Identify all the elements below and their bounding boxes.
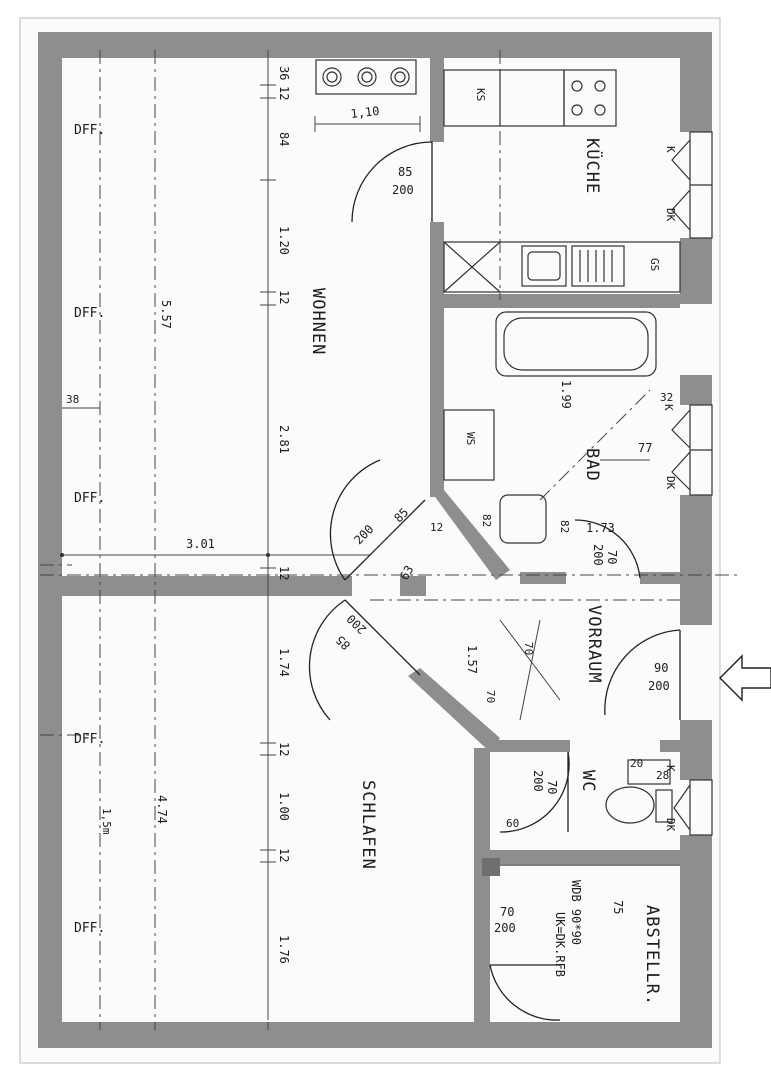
window-label: DFF. [74, 921, 106, 936]
dimension-label: 32 [660, 391, 674, 404]
room-label-schlafen: SCHLAFEN [358, 780, 378, 870]
fixture-label-ks: KS [474, 88, 487, 102]
window-label: DFF. [74, 123, 106, 138]
room-label-wohnen: WOHNEN [308, 288, 328, 356]
dimension-label: 1.76 [277, 935, 291, 964]
wc-fixtures [500, 759, 680, 866]
window-label: DFF. [74, 306, 106, 321]
dimension-label: 5.57 [159, 300, 173, 329]
dimension-label: 28 [656, 769, 670, 782]
door-bath-width: 70 [605, 550, 619, 565]
dimension-label: 1,10 [349, 103, 381, 121]
note-wdb: WDB 90*90 [569, 880, 583, 946]
dimension-label: 12 [430, 521, 444, 534]
room-label-bad: BAD [582, 448, 602, 482]
dimension-label: 12 [277, 566, 291, 581]
door-entry-width: 90 [654, 661, 669, 675]
dimension-label: 3.01 [186, 537, 215, 551]
door-wc-height: 200 [531, 770, 545, 792]
dimension-label: 82 [558, 520, 571, 534]
dimension-label: 77 [638, 441, 653, 455]
fixture-label-ws: WS [464, 432, 477, 446]
exterior-walls [38, 32, 712, 1048]
dimension-label: 4.74 [155, 795, 169, 824]
dimension-label: 60 [506, 817, 520, 830]
note-uk: UK=DK.RFB [553, 912, 567, 978]
bath-fixtures [443, 311, 657, 544]
dimension-label: 1.57 [465, 645, 479, 674]
fixture-label-dk: DK [664, 476, 677, 490]
dimension-label: 12 [277, 848, 291, 863]
dimension-label: 2.81 [277, 425, 291, 454]
dimension-label: 84 [277, 132, 291, 147]
fixture-label-k: K [664, 146, 677, 153]
window-label: DFF. [74, 491, 106, 506]
fixture-label-gs: GS [648, 258, 661, 272]
door-bath-height: 200 [591, 544, 605, 566]
dimension-label: 20 [630, 757, 644, 770]
room-label-wc: WC [578, 770, 598, 793]
fixture-label-k: K [662, 404, 675, 411]
door-storage-width: 70 [500, 905, 515, 919]
door-storage-height: 200 [494, 921, 516, 935]
dimension-label: 1.20 [277, 226, 291, 255]
interior-walls [62, 50, 710, 1038]
dimension-label: 1.99 [559, 380, 573, 409]
paper-sheet [19, 17, 721, 1064]
window-label: DFF. [74, 732, 106, 747]
door-swings [308, 141, 681, 1021]
fixture-label-dk: DK [664, 818, 677, 832]
dimension-label: 1.73 [586, 521, 615, 535]
dimension-chain [60, 60, 421, 1020]
dimension-label: 1.74 [277, 648, 291, 677]
dimension-label: 36 [277, 66, 291, 81]
room-label-abstellraum: ABSTELLR. [642, 905, 662, 1007]
dimension-label: 1,5m [100, 808, 113, 835]
kitchen-fixtures [315, 59, 681, 293]
room-label-kueche: KÜCHE [582, 138, 602, 195]
room-label-vorraum: VORRAUM [584, 605, 604, 684]
dimension-label: 82 [480, 514, 493, 528]
dimension-label: 38 [66, 393, 80, 406]
dimension-label: 70 [522, 642, 535, 656]
dimension-label: 12 [277, 86, 291, 101]
dimension-label: 75 [611, 900, 625, 915]
dimension-label: 1.00 [277, 792, 291, 821]
dimension-label: 12 [277, 742, 291, 757]
door-entry-height: 200 [648, 679, 670, 693]
fixture-label-dk: DK [664, 208, 677, 222]
door-kitchen-width: 85 [398, 165, 413, 179]
dimension-label: 70 [484, 690, 497, 704]
door-kitchen-height: 200 [392, 183, 414, 197]
dimension-label: 12 [277, 290, 291, 305]
entry-arrow-icon [719, 654, 771, 702]
door-wc-width: 70 [545, 780, 559, 795]
right-windows [671, 131, 713, 836]
